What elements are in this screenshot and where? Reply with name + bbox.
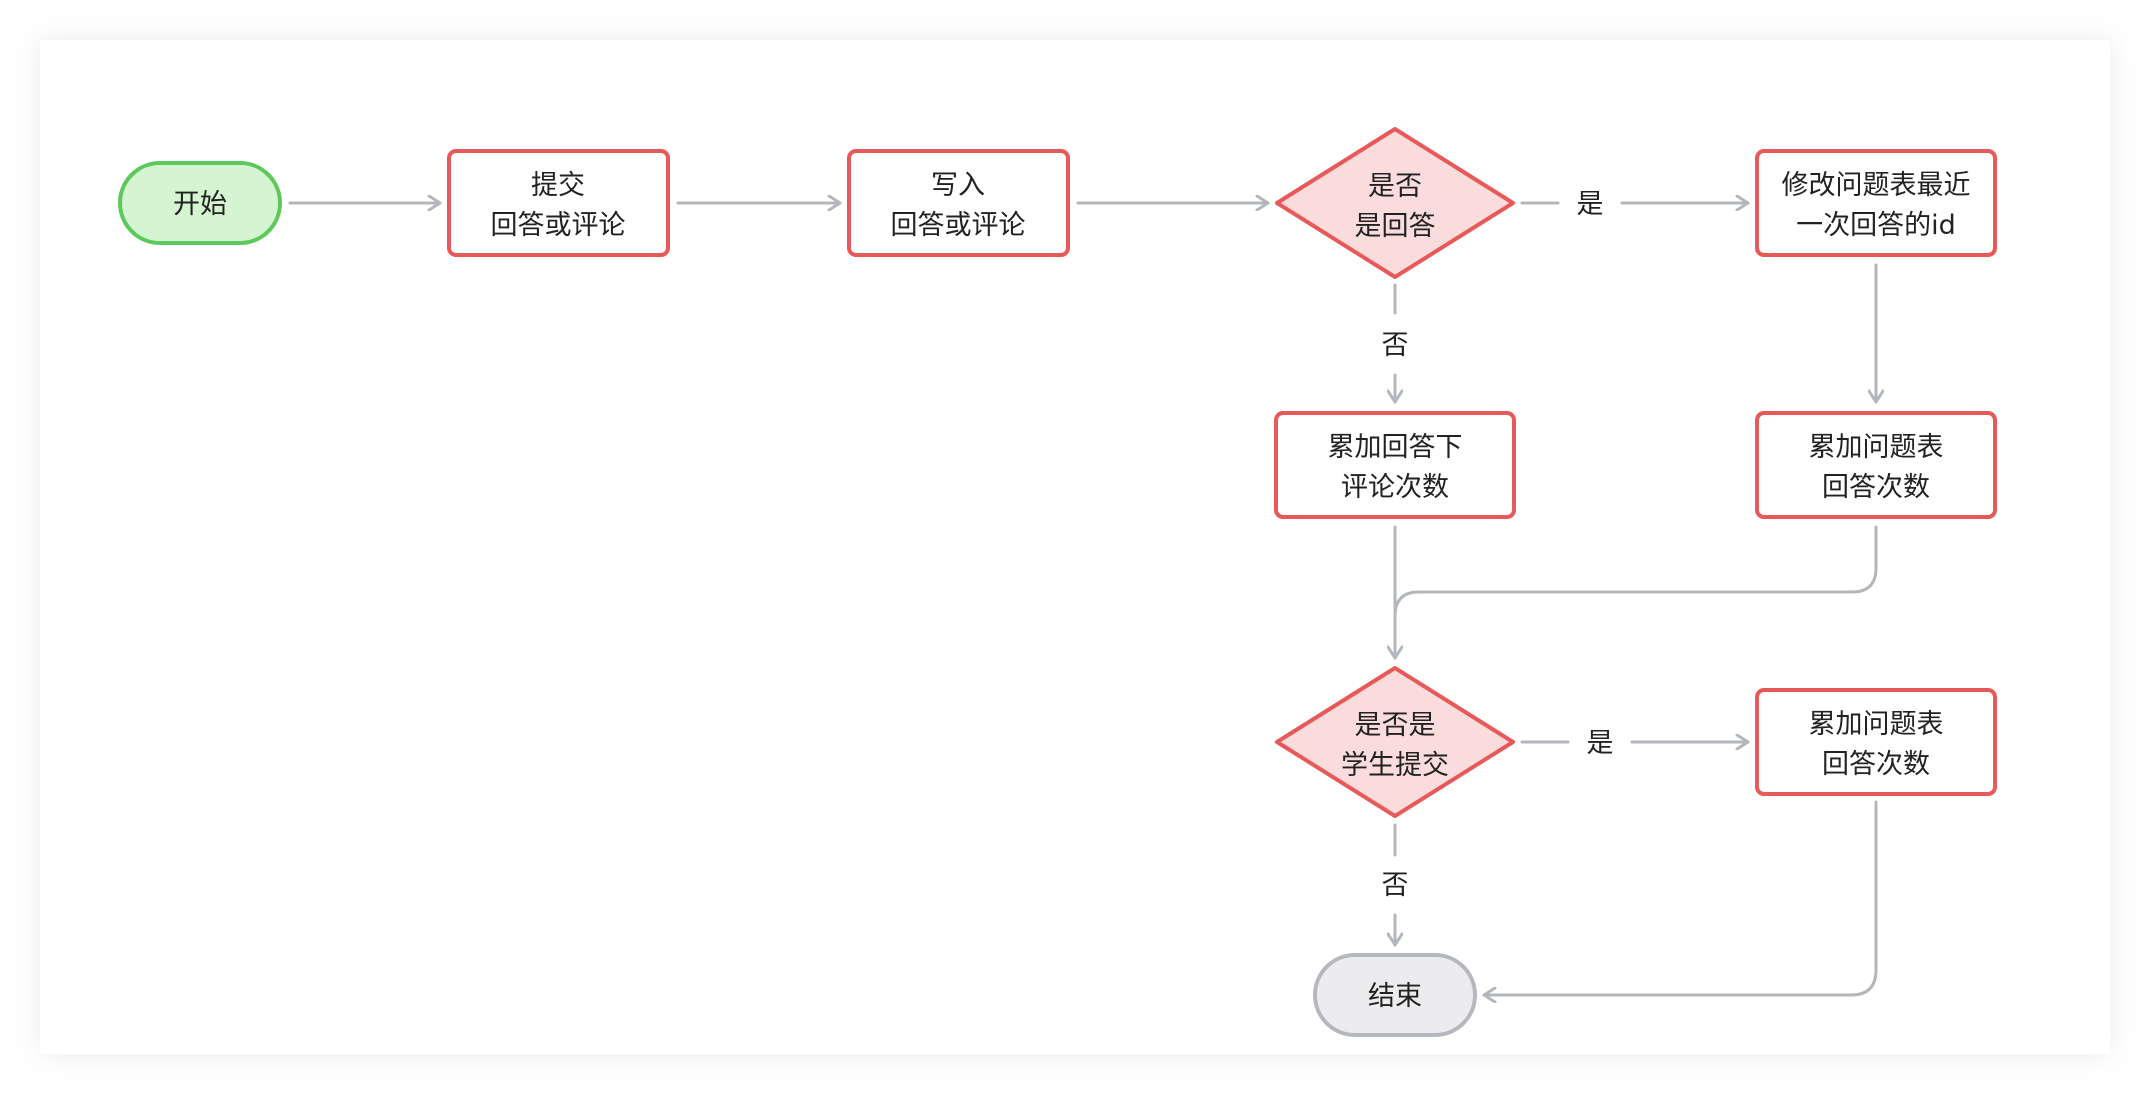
add-answer-count-node-1[interactable]: 累加问题表 回答次数 (1755, 411, 1997, 519)
end-node[interactable]: 结束 (1313, 953, 1477, 1037)
edges (288, 203, 1878, 995)
edge-count1-to-merge (1393, 525, 1878, 618)
is-answer-decision[interactable]: 是否 是回答 (1275, 127, 1515, 279)
update-latest-label-line2: 一次回答的id (1796, 210, 1956, 241)
add-comment-count-label-line2: 评论次数 (1341, 472, 1449, 503)
is-student-decision[interactable]: 是否是 学生提交 (1275, 666, 1515, 818)
add-answer-count-1-label-line1: 累加问题表 (1809, 432, 1944, 463)
add-comment-count-label-line1: 累加回答下 (1328, 432, 1463, 463)
submit-label-line1: 提交 (531, 170, 585, 201)
is-student-label-line2: 学生提交 (1341, 750, 1449, 781)
submit-node[interactable]: 提交 回答或评论 (447, 149, 670, 257)
is-answer-label-line2: 是回答 (1355, 211, 1436, 242)
add-comment-count-node[interactable]: 累加回答下 评论次数 (1274, 411, 1516, 519)
start-node[interactable]: 开始 (118, 161, 282, 245)
edge-label-is-student-no: 否 (1382, 870, 1409, 901)
end-label: 结束 (1368, 981, 1422, 1012)
add-answer-count-2-label-line1: 累加问题表 (1809, 709, 1944, 740)
start-label: 开始 (173, 189, 227, 220)
update-latest-node[interactable]: 修改问题表最近 一次回答的id (1755, 149, 1997, 257)
is-answer-label-line1: 是否 (1368, 171, 1422, 202)
edge-label-is-student-yes: 是 (1587, 728, 1614, 759)
is-student-label-line1: 是否是 (1355, 710, 1436, 741)
submit-label-line2: 回答或评论 (491, 210, 626, 241)
write-label-line2: 回答或评论 (891, 210, 1026, 241)
add-answer-count-1-label-line2: 回答次数 (1822, 472, 1930, 503)
add-answer-count-2-label-line2: 回答次数 (1822, 749, 1930, 780)
edge-label-is-answer-no: 否 (1382, 330, 1409, 361)
edge-count2-to-end (1482, 800, 1878, 995)
write-label-line1: 写入 (931, 170, 985, 201)
write-node[interactable]: 写入 回答或评论 (847, 149, 1070, 257)
edge-label-is-answer-yes: 是 (1577, 189, 1604, 220)
update-latest-label-line1: 修改问题表最近 (1782, 170, 1971, 201)
add-answer-count-node-2[interactable]: 累加问题表 回答次数 (1755, 688, 1997, 796)
